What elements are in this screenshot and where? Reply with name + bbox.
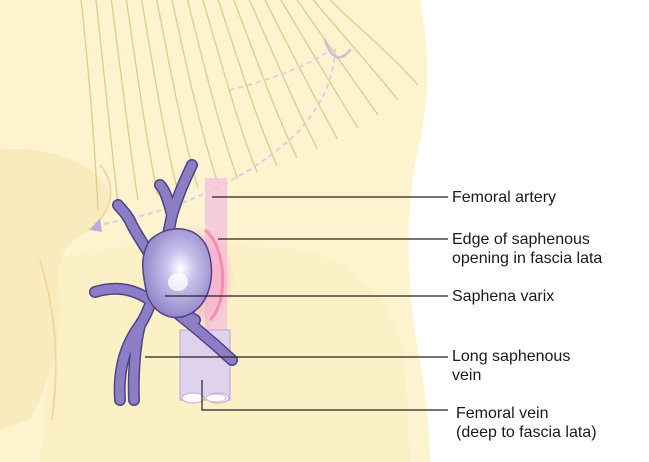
femoral-vein-end-left — [182, 393, 204, 403]
label-saphenous-opening-line2: opening in fascia lata — [452, 249, 602, 268]
label-femoral-vein-line1: Femoral vein — [456, 404, 597, 423]
varix-highlight — [168, 273, 188, 291]
label-femoral-vein-line2: (deep to fascia lata) — [456, 423, 597, 442]
femoral-artery-end — [206, 394, 226, 402]
label-saphenous-opening-line1: Edge of saphenous — [452, 230, 602, 249]
label-long-saphenous-line2: vein — [452, 366, 570, 385]
label-femoral-vein: Femoral vein (deep to fascia lata) — [456, 404, 597, 442]
label-femoral-artery: Femoral artery — [452, 188, 556, 207]
label-long-saphenous-line1: Long saphenous — [452, 347, 570, 366]
label-saphena-varix: Saphena varix — [452, 287, 554, 306]
label-long-saphenous-vein: Long saphenous vein — [452, 347, 570, 385]
label-saphenous-opening: Edge of saphenous opening in fascia lata — [452, 230, 602, 268]
